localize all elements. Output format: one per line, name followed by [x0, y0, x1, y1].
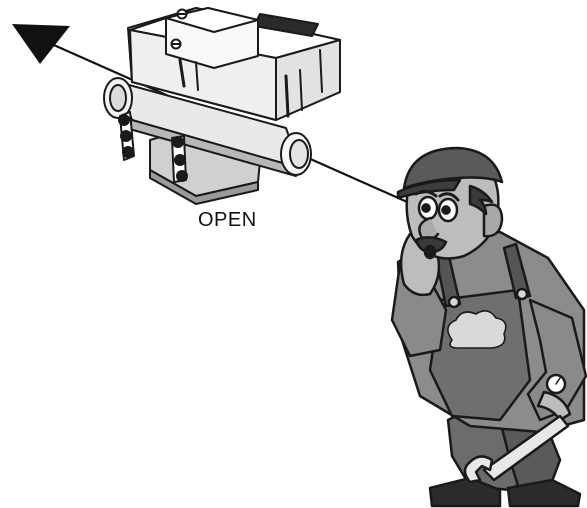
- state-label: OPEN: [198, 209, 257, 231]
- valve-illustration: [104, 8, 340, 204]
- worker-illustration: [392, 148, 586, 506]
- arrow-down-left-icon: [12, 24, 70, 64]
